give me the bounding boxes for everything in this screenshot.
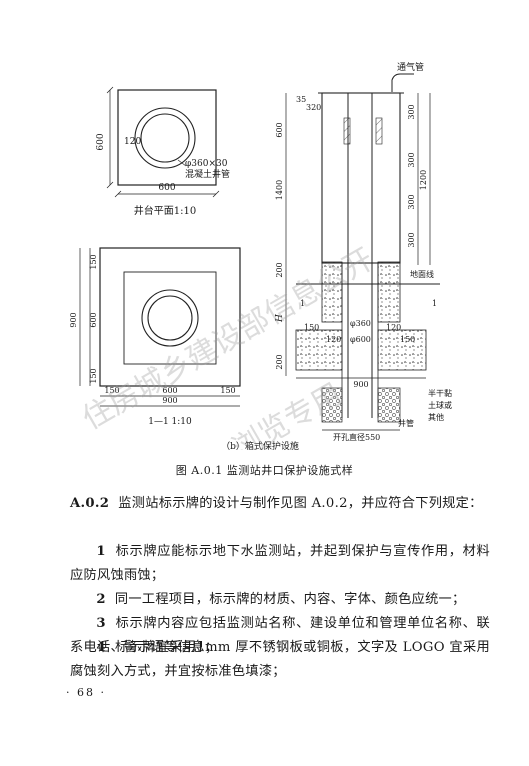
plan2-dim-outer: 900	[69, 312, 78, 327]
plan2-pipe-inner	[147, 295, 193, 341]
plan-view-top: 600 600 120 φ360×30 混凝土井管 井台平面1:10	[96, 86, 230, 217]
plan-pipe-material: 混凝土井管	[185, 168, 230, 180]
list-item: 4 标示牌宜采用1mm 厚不锈钢板或铜板，文字及 LOGO 宜采用腐蚀刻入方式，…	[70, 636, 490, 684]
plan-pipe-spec: φ360×30	[185, 159, 228, 169]
label-backfill-1: 半干黏	[428, 388, 452, 398]
pad-right-upper	[377, 261, 401, 323]
plan2-title: 1—1 1:10	[148, 417, 192, 427]
list-item: 3 标示牌内容应包括监测站名称、建设单位和管理单位名称、联系电话、警示语等信息；	[70, 612, 490, 660]
list-item: 2 同一工程项目，标示牌的材质、内容、字体、颜色应统一；	[70, 588, 490, 612]
section-dim-left-2: 1400	[275, 180, 284, 200]
item-number: 3	[96, 616, 106, 631]
label-backfill-3: 其他	[428, 412, 444, 422]
plan2-dim-left-3: 150	[89, 368, 98, 383]
plan2-dim-bottom-1: 150	[104, 386, 119, 395]
plan-dim-inner: 120	[124, 137, 141, 147]
plan2-pipe-outer	[141, 289, 199, 347]
item-text: 标示牌宜采用1mm 厚不锈钢板或铜板，文字及 LOGO 宜采用腐蚀刻入方式，并宜…	[70, 640, 490, 679]
well-protection-figure: 600 600 120 φ360×30 混凝土井管 井台平面1:10 150 6…	[69, 61, 452, 452]
section-dim-right-5: 300	[407, 232, 416, 247]
section-dim-inner-1: 150	[304, 323, 319, 332]
section-dim-left-h: H	[275, 314, 285, 323]
section-dim-left-5: 200	[275, 354, 284, 369]
plan2-dim-bottom-total: 900	[162, 396, 177, 405]
section-dim-inner-6: 150	[400, 335, 415, 344]
backfill-right	[377, 387, 401, 423]
section-mark-left: 1	[300, 299, 305, 308]
vent-slots	[343, 117, 383, 145]
section-dim-right-3: 300	[407, 152, 416, 167]
section-dim-base: 900	[353, 380, 368, 389]
section-dim-inner-2: φ360	[350, 319, 371, 328]
section-dim-inner-3: 120	[386, 323, 401, 332]
plan-dim-left: 600	[96, 133, 106, 150]
section-dim-top-2: 320	[306, 103, 321, 112]
section-dim-right-2: 1200	[419, 170, 428, 190]
backfill-left	[321, 387, 343, 423]
section-dim-top-1: 35	[296, 95, 306, 104]
item-number: 4	[96, 640, 106, 655]
plan2-dim-bottom-2: 600	[162, 386, 177, 395]
label-well-pipe: 井管	[398, 418, 414, 428]
plan2-outer-square	[99, 247, 241, 387]
section-dim-inner-5: 120	[326, 335, 341, 344]
item-text: 标示牌应能标示地下水监测站，并起到保护与宣传作用，材料应防风蚀雨蚀；	[70, 544, 491, 583]
plan2-inner-square	[123, 271, 217, 365]
clause-number: A.0.2	[70, 496, 110, 511]
page-number: · 68 ·	[66, 686, 106, 699]
section-dim-left-1: 600	[275, 122, 284, 137]
protection-box	[321, 92, 401, 264]
plan-square	[117, 89, 217, 186]
plan2-dim-left-2: 600	[89, 312, 98, 327]
label-vent-pipe: 通气管	[397, 61, 424, 73]
plan2-dim-left-1: 150	[89, 254, 98, 269]
plan-dim-bottom: 600	[158, 183, 175, 193]
section-dim-inner-4: φ600	[350, 335, 371, 344]
label-ground-line: 地面线	[410, 269, 434, 279]
pad-left-upper	[321, 261, 343, 323]
pipe-outer-circle	[134, 107, 196, 169]
list-item: 1 标示牌应能标示地下水监测站，并起到保护与宣传作用，材料应防风蚀雨蚀；	[70, 540, 490, 588]
figure-caption: 图 A.0.1 监测站井口保护设施式样	[175, 464, 354, 477]
item-number: 2	[96, 592, 106, 607]
pad-left-lower	[295, 329, 343, 371]
item-number: 1	[96, 544, 106, 559]
label-backfill-2: 土球或	[428, 400, 452, 410]
plan-title: 井台平面1:10	[134, 204, 196, 217]
plan-view-bottom: 150 600 150 900 150 600 150 900 1—1 1:10	[69, 247, 241, 427]
plan2-dim-bottom-3: 150	[220, 386, 235, 395]
pipe-inner-circle	[140, 113, 190, 163]
pad-right-lower	[377, 329, 427, 371]
section-view: 通气管 35 320 600 1400 200 H 200 300 1200 3…	[275, 61, 452, 442]
item-text: 同一工程项目，标示牌的材质、内容、字体、颜色应统一；	[114, 592, 466, 607]
section-dim-right-4: 300	[407, 194, 416, 209]
section-mark-right: 1	[432, 299, 437, 308]
section-dim-right-1: 300	[407, 104, 416, 119]
figure-sub-caption: （b）箱式保护设施	[221, 440, 299, 452]
label-bore-diameter: 开孔直径550	[333, 432, 380, 442]
section-dim-left-3: 200	[275, 262, 284, 277]
clause-a-0-2: A.0.2 监测站标示牌的设计与制作见图 A.0.2，并应符合下列规定：	[70, 492, 490, 516]
item-text: 标示牌内容应包括监测站名称、建设单位和管理单位名称、联系电话、警示语等信息；	[70, 616, 491, 655]
clause-heading-text: 监测站标示牌的设计与制作见图 A.0.2，并应符合下列规定：	[118, 496, 483, 511]
